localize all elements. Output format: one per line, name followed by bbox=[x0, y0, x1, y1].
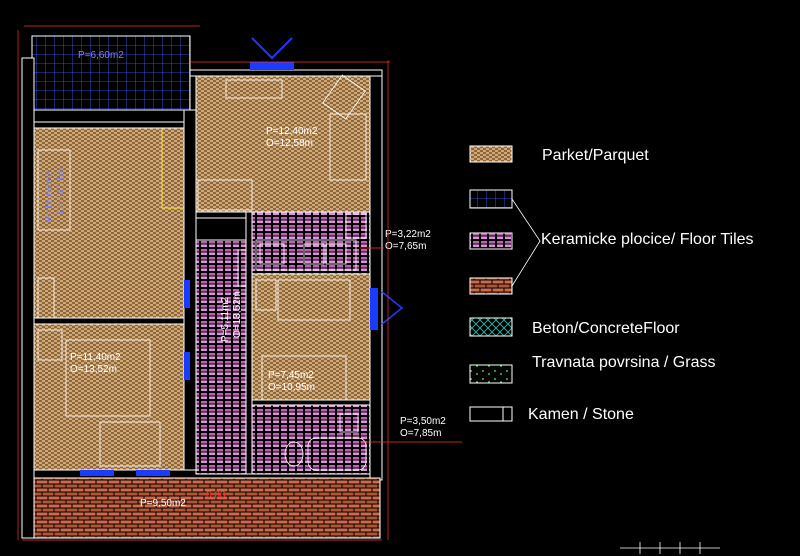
bath-perimeter: O=7,85m bbox=[400, 428, 441, 439]
bedroom-bottom-perimeter: O=13,52m bbox=[70, 364, 117, 375]
outer-wall-right bbox=[369, 71, 383, 481]
hall-area: P=5,11m2 bbox=[220, 296, 231, 342]
legend-swatch-parquet bbox=[469, 145, 513, 163]
room-middle: P=7,45m2 O=10,95m bbox=[251, 273, 371, 405]
bedroom-bottom-area: P=11,40m2 bbox=[70, 352, 121, 363]
bedroom-left-perimeter: O=14,11m bbox=[56, 168, 67, 214]
middle-area: P=7,45m2 bbox=[268, 370, 314, 381]
hall-perimeter: O=13,52m bbox=[232, 291, 243, 338]
room-living: P=12,40m2 O=12,58m bbox=[195, 74, 371, 213]
legend-swatch-tiles-blue bbox=[469, 189, 513, 209]
outer-wall-left bbox=[21, 57, 35, 539]
legend-swatch-stone bbox=[469, 406, 513, 422]
terrace-area: P=9,50m2 bbox=[140, 498, 186, 509]
dimension-lines bbox=[17, 25, 390, 541]
legend-swatch-grass bbox=[469, 364, 513, 384]
legend-swatch-brick bbox=[469, 277, 513, 295]
outer-wall-top bbox=[189, 69, 383, 77]
living-area: P=12,40m2 bbox=[266, 126, 318, 137]
kitchen-area: P=3,22m2 bbox=[385, 229, 431, 240]
legend-swatch-tiles-pink bbox=[469, 232, 513, 250]
legend-brace bbox=[511, 198, 541, 287]
bedroom-left-area: P=15,69m2 bbox=[44, 170, 55, 222]
legend-label-parquet: Parket/Parquet bbox=[542, 147, 649, 164]
terrace: P=9,50m2 0.00 bbox=[33, 477, 381, 539]
room-bedroom-bottom: P=11,40m2 O=13,52m bbox=[33, 317, 191, 471]
legend-swatch-concrete bbox=[469, 317, 513, 337]
room-bath bbox=[251, 403, 371, 475]
legend-label-grass: Travnata povrsina / Grass bbox=[532, 354, 715, 371]
legend-label-concrete: Beton/ConcreteFloor bbox=[532, 320, 680, 337]
legend: Parket/Parquet Keramicke plocice/ Floor … bbox=[469, 145, 754, 423]
windows bbox=[80, 37, 404, 476]
scale-bar bbox=[620, 542, 720, 554]
balcony-top-area: P=6,60m2 bbox=[78, 50, 124, 61]
room-bedroom-left: P=15,69m2 O=14,11m bbox=[33, 127, 187, 319]
bath-area: P=3,50m2 bbox=[400, 416, 446, 427]
living-perimeter: O=12,58m bbox=[266, 138, 313, 149]
legend-label-stone: Kamen / Stone bbox=[528, 406, 634, 423]
kitchen-perimeter: O=7,65m bbox=[385, 241, 426, 252]
legend-label-tiles: Keramicke plocice/ Floor Tiles bbox=[541, 231, 754, 248]
room-hall: P=5,11m2 O=13,52m bbox=[195, 239, 253, 475]
level-marker: 0.00 bbox=[206, 490, 226, 501]
middle-perimeter: O=10,95m bbox=[268, 382, 315, 393]
room-kitchen bbox=[251, 211, 371, 275]
balcony-top: P=6,60m2 bbox=[31, 35, 191, 111]
